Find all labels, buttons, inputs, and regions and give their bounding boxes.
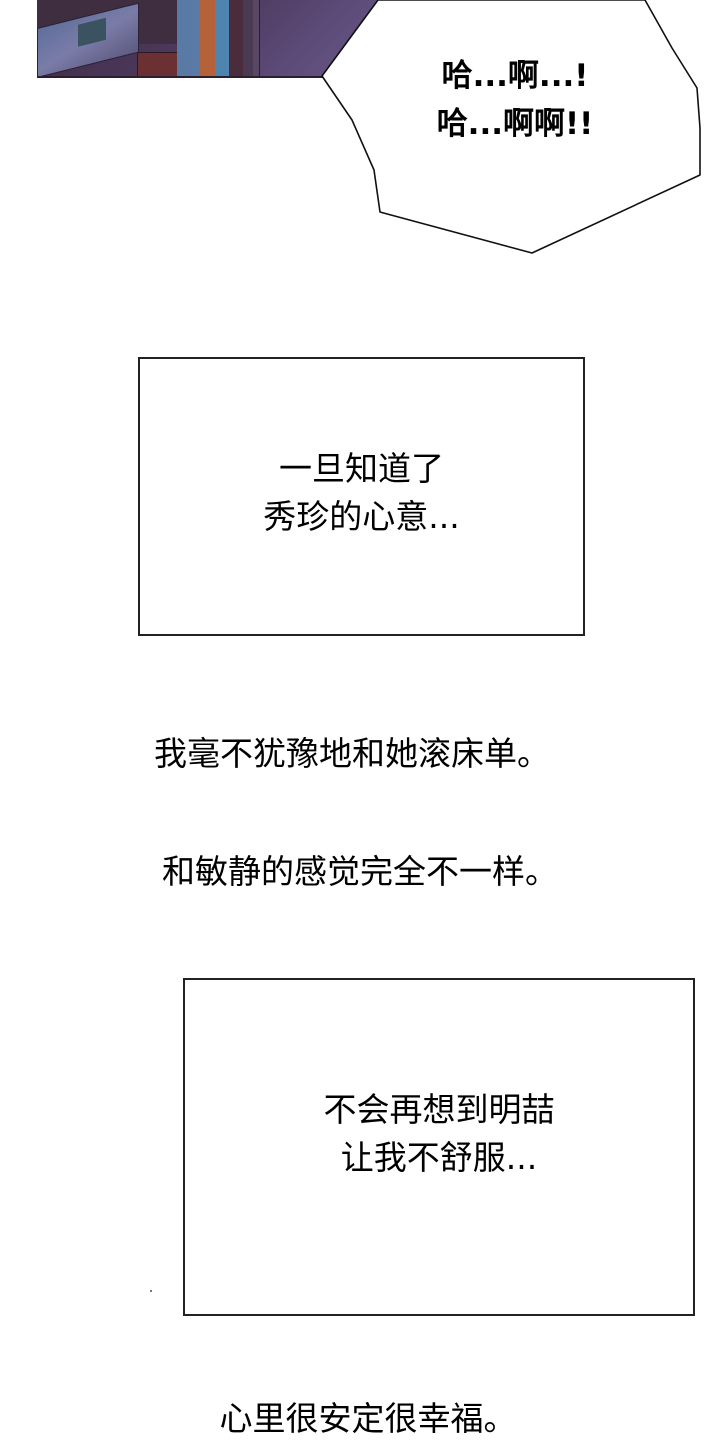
caption-1-line-1: 一旦知道了 xyxy=(278,448,444,488)
caption-2-line-1: 不会再想到明喆 xyxy=(323,1090,555,1129)
caption-box-2: 不会再想到明喆 让我不舒服... xyxy=(183,978,695,1316)
caption-box-1-text: 一旦知道了 秀珍的心意... xyxy=(263,445,459,541)
speech-bubble-shape xyxy=(321,0,701,254)
book-spine xyxy=(253,0,260,76)
narration-2: 和敏静的感觉完全不一样。 xyxy=(162,852,558,891)
speech-line-1: 哈...啊...! xyxy=(441,58,589,94)
narration-1: 我毫不犹豫地和她滚床单。 xyxy=(154,734,550,773)
speech-line-2: 哈...啊啊!! xyxy=(436,106,594,142)
caption-box-1: 一旦知道了 秀珍的心意... xyxy=(138,357,585,636)
speech-bubble-text: 哈...啊...! 哈...啊啊!! xyxy=(400,52,630,148)
caption-1-line-2: 秀珍的心意... xyxy=(263,496,460,536)
top-art-panel xyxy=(37,0,380,78)
caption-2-line-2: 让我不舒服... xyxy=(340,1138,538,1177)
caption-box-2-text: 不会再想到明喆 让我不舒服... xyxy=(324,1086,555,1182)
narration-3: 心里很安定很幸福。 xyxy=(219,1399,517,1438)
speck-mark xyxy=(150,1290,152,1292)
